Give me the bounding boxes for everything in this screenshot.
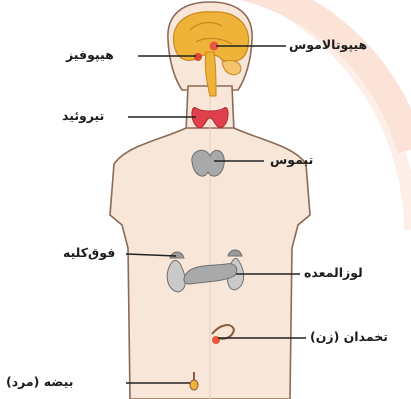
label-thyroid: تیروئید (62, 110, 104, 123)
label-ovary: تخمدان (زن) (310, 331, 388, 344)
label-testis: بیضه (مرد) (6, 376, 73, 389)
label-hypothalamus: هیپوتالاموس (289, 39, 367, 52)
label-pancreas: لوزالمعده (304, 267, 363, 280)
label-thymus: تیموس (270, 154, 313, 167)
label-pituitary: هیپوفیز (66, 49, 114, 62)
label-adrenal: فوق‌کلیه (63, 247, 115, 260)
pituitary-gland (194, 53, 202, 61)
thymus-gland (192, 150, 224, 176)
